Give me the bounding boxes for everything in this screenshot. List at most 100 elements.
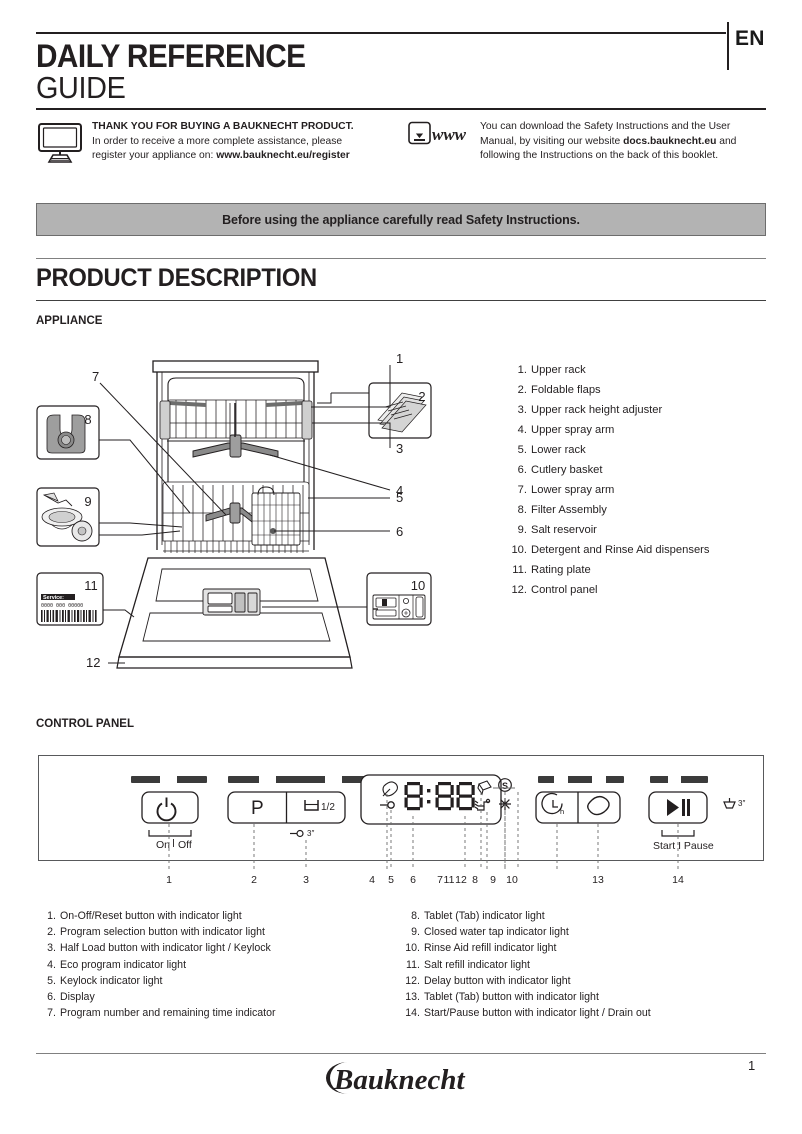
thank-you-heading: THANK YOU FOR BUYING A BAUKNECHT PRODUCT… bbox=[92, 121, 354, 132]
language-divider bbox=[727, 22, 729, 70]
diagram-callout-1: 1 bbox=[396, 351, 403, 366]
legend-label: Half Load button with indicator light / … bbox=[60, 942, 271, 955]
legend-label: Rinse Aid refill indicator light bbox=[424, 942, 557, 955]
half-load-icon bbox=[304, 800, 319, 811]
page-number: 1 bbox=[748, 1058, 756, 1073]
parts-item: 1.Upper rack bbox=[505, 360, 785, 380]
brand-wordmark: Bauknecht bbox=[333, 1064, 465, 1096]
cp-num-11: 11 bbox=[444, 874, 455, 886]
legend-label: Closed water tap indicator light bbox=[424, 926, 569, 939]
half-load-label: 1/2 bbox=[321, 802, 335, 813]
download-line3: following the Instructions on the back o… bbox=[480, 150, 719, 162]
legend-item: 14. Start/Pause button with indicator lig… bbox=[400, 1005, 780, 1021]
legend-item: 9.Closed water tap indicator light bbox=[400, 924, 780, 940]
cp-num-1: 1 bbox=[166, 874, 172, 886]
play-pause-icon bbox=[667, 799, 690, 816]
section-top-rule bbox=[36, 258, 766, 259]
parts-item: 2. Foldable flaps bbox=[505, 380, 785, 400]
delay-hours-label: h bbox=[560, 807, 564, 816]
legend-num: 5. bbox=[47, 974, 56, 987]
header-bottom-rule bbox=[36, 108, 766, 110]
legend-item: 7.Program number and remaining time indi… bbox=[36, 1005, 396, 1021]
indicator-bar-power bbox=[131, 776, 207, 783]
parts-item: 11.Rating plate bbox=[505, 560, 785, 580]
parts-list: 1.Upper rack 2.Foldable flaps 3.Upper ra… bbox=[505, 360, 785, 600]
thank-you-text: THANK YOU FOR BUYING A BAUKNECHT PRODUCT… bbox=[92, 120, 392, 164]
legend-num: 14. bbox=[405, 1007, 420, 1020]
legend-num: 10. bbox=[405, 942, 420, 955]
legend-label: On-Off/Reset button with indicator light bbox=[60, 910, 242, 922]
diagram-callout-4: 4 bbox=[396, 483, 403, 498]
parts-item-label: Foldable flaps bbox=[531, 384, 601, 396]
legend-num: 13. bbox=[405, 991, 420, 1004]
callout-leaders bbox=[168, 792, 679, 870]
legend-item: 2.Program selection button with indicato… bbox=[36, 924, 396, 940]
diagram-callout-11: 11 bbox=[84, 578, 98, 593]
parts-item-num: 6. bbox=[517, 464, 527, 476]
rating-plate-service-label: Service: bbox=[43, 595, 64, 601]
diagram-callout-12: 12 bbox=[86, 655, 100, 670]
power-on-label: On bbox=[156, 839, 170, 851]
download-www-icon: www bbox=[408, 121, 476, 145]
eco-leaf-icon bbox=[382, 781, 398, 797]
cp-num-6: 6 bbox=[410, 874, 416, 886]
subhead-control-panel: CONTROL PANEL bbox=[36, 718, 134, 730]
footer-rule bbox=[36, 1053, 766, 1054]
legend-num: 7. bbox=[47, 1007, 56, 1020]
drain-out-icon bbox=[723, 798, 736, 809]
legend-item: 3.Half Load button with indicator light … bbox=[36, 940, 396, 956]
legend-item: 10. Rinse Aid refill indicator light bbox=[400, 940, 780, 956]
parts-item-label: Control panel bbox=[531, 584, 598, 596]
diagram-callout-9: 9 bbox=[84, 494, 91, 509]
parts-item-num: 4. bbox=[517, 424, 527, 436]
legend-label: Keylock indicator light bbox=[60, 974, 163, 987]
parts-item: 4.Upper spray arm bbox=[505, 420, 785, 440]
display-panel: S bbox=[360, 774, 512, 825]
cp-num-12: 12 bbox=[455, 874, 467, 886]
svg-text:S: S bbox=[502, 781, 508, 791]
diagram-callout-8: 8 bbox=[84, 412, 91, 427]
program-half-load-group: P 1/2 bbox=[227, 791, 346, 824]
start-pause-label: Start I Pause bbox=[653, 840, 714, 852]
legend-label: Eco program indicator light bbox=[60, 958, 187, 971]
display-digits bbox=[404, 782, 475, 811]
cp-num-13: 13 bbox=[592, 874, 604, 886]
legend-item: 8.Tablet (Tab) indicator light bbox=[400, 908, 780, 924]
legend-item: 5. Keylock indicator light bbox=[36, 973, 396, 989]
legend-num: 1. bbox=[47, 910, 56, 922]
cp-num-5: 5 bbox=[388, 874, 394, 886]
program-button-label: P bbox=[251, 798, 264, 819]
power-button bbox=[141, 791, 199, 824]
cp-num-10: 10 bbox=[506, 874, 518, 886]
rating-plate-code: 0000 000 00000 bbox=[41, 603, 83, 609]
cp-num-2: 2 bbox=[251, 874, 257, 886]
salt-icon bbox=[477, 780, 492, 796]
legend-label: Tablet (Tab) button with indicator light bbox=[424, 991, 599, 1004]
legend-label: Start/Pause button with indicator light … bbox=[424, 1007, 651, 1020]
control-panel-graphic: On Off P 1/2 bbox=[38, 748, 764, 898]
legend-num: 8. bbox=[411, 910, 420, 922]
cp-num-14: 14 bbox=[672, 874, 684, 886]
parts-item-num: 2. bbox=[517, 384, 527, 396]
parts-item-num: 5. bbox=[517, 444, 527, 456]
thank-you-line3: register your appliance on: www.bauknech… bbox=[92, 149, 392, 164]
legend-item: 1. On-Off/Reset button with indicator lig… bbox=[36, 908, 396, 924]
parts-item-num: 1. bbox=[517, 364, 527, 376]
parts-item: 5.Lower rack bbox=[505, 440, 785, 460]
control-panel-legend-right: 8.Tablet (Tab) indicator light 9.Closed … bbox=[400, 908, 780, 1021]
download-line1: You can download the Safety Instructions… bbox=[480, 121, 731, 132]
docs-url: docs.bauknecht.eu bbox=[623, 135, 717, 147]
cp-num-4: 4 bbox=[369, 874, 375, 886]
parts-item-label: Cutlery basket bbox=[531, 464, 603, 476]
drain-out-label: 3″ bbox=[738, 799, 745, 808]
legend-num: 6. bbox=[47, 991, 56, 1004]
delay-tablet-group: h bbox=[535, 791, 621, 824]
tablet-button-icon bbox=[587, 795, 610, 816]
key-lock-icon bbox=[380, 801, 395, 809]
diagram-callout-2: 2 bbox=[418, 389, 425, 404]
page-title-line2: GUIDE bbox=[36, 70, 126, 105]
legend-label: Salt refill indicator light bbox=[424, 958, 530, 971]
safety-banner: Before using the appliance carefully rea… bbox=[36, 203, 766, 236]
parts-item-label: Lower spray arm bbox=[531, 484, 615, 496]
